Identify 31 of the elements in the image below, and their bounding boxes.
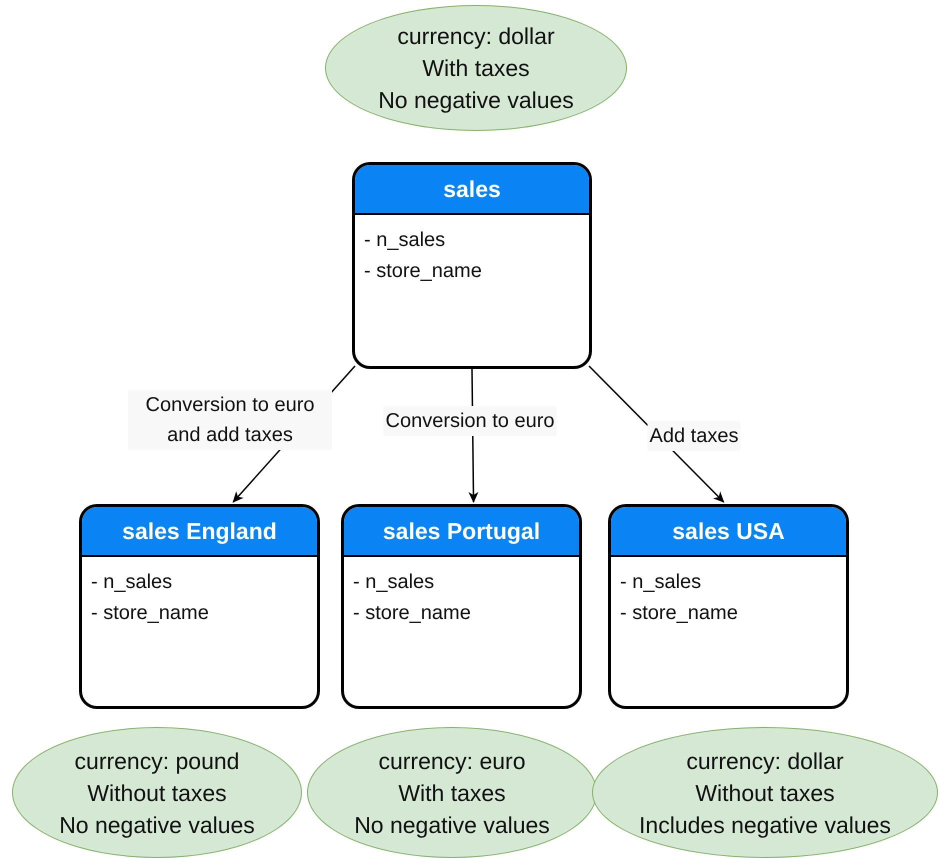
note-text: currency: euro bbox=[378, 746, 526, 776]
note-text: Without taxes bbox=[695, 778, 835, 808]
note-text: currency: dollar bbox=[397, 22, 555, 51]
table-title: sales USA bbox=[611, 507, 846, 557]
field-text: - store_name bbox=[353, 601, 472, 626]
edge-label: Conversion to euro bbox=[384, 406, 556, 436]
field-text: - store_name bbox=[91, 601, 210, 626]
table-box bbox=[341, 504, 582, 709]
field-text: - store_name bbox=[620, 601, 739, 626]
field-text: - n_sales bbox=[353, 570, 436, 595]
note-text: Without taxes bbox=[87, 778, 227, 808]
table-title: sales England bbox=[82, 507, 317, 557]
edge-label: Conversion to euro and add taxes bbox=[128, 390, 332, 450]
field-text: - store_name bbox=[364, 259, 483, 284]
field-text: - n_sales bbox=[620, 570, 702, 595]
note-text: currency: dollar bbox=[686, 746, 844, 776]
note-text: No negative values bbox=[59, 810, 255, 840]
note-text: With taxes bbox=[422, 54, 530, 83]
table-title: sales Portugal bbox=[344, 507, 579, 557]
field-text: - n_sales bbox=[364, 228, 446, 253]
edge-label: Add taxes bbox=[648, 421, 740, 451]
note-text: With taxes bbox=[398, 778, 506, 808]
table-box bbox=[608, 504, 849, 709]
note-text: No negative values bbox=[354, 810, 550, 840]
field-text: - n_sales bbox=[91, 570, 174, 595]
table-box bbox=[79, 504, 320, 709]
table-title: sales bbox=[355, 165, 589, 215]
note-text: Includes negative values bbox=[639, 810, 891, 840]
note-text: No negative values bbox=[378, 86, 574, 115]
note-text: currency: pound bbox=[74, 746, 240, 776]
table-box bbox=[352, 162, 592, 369]
